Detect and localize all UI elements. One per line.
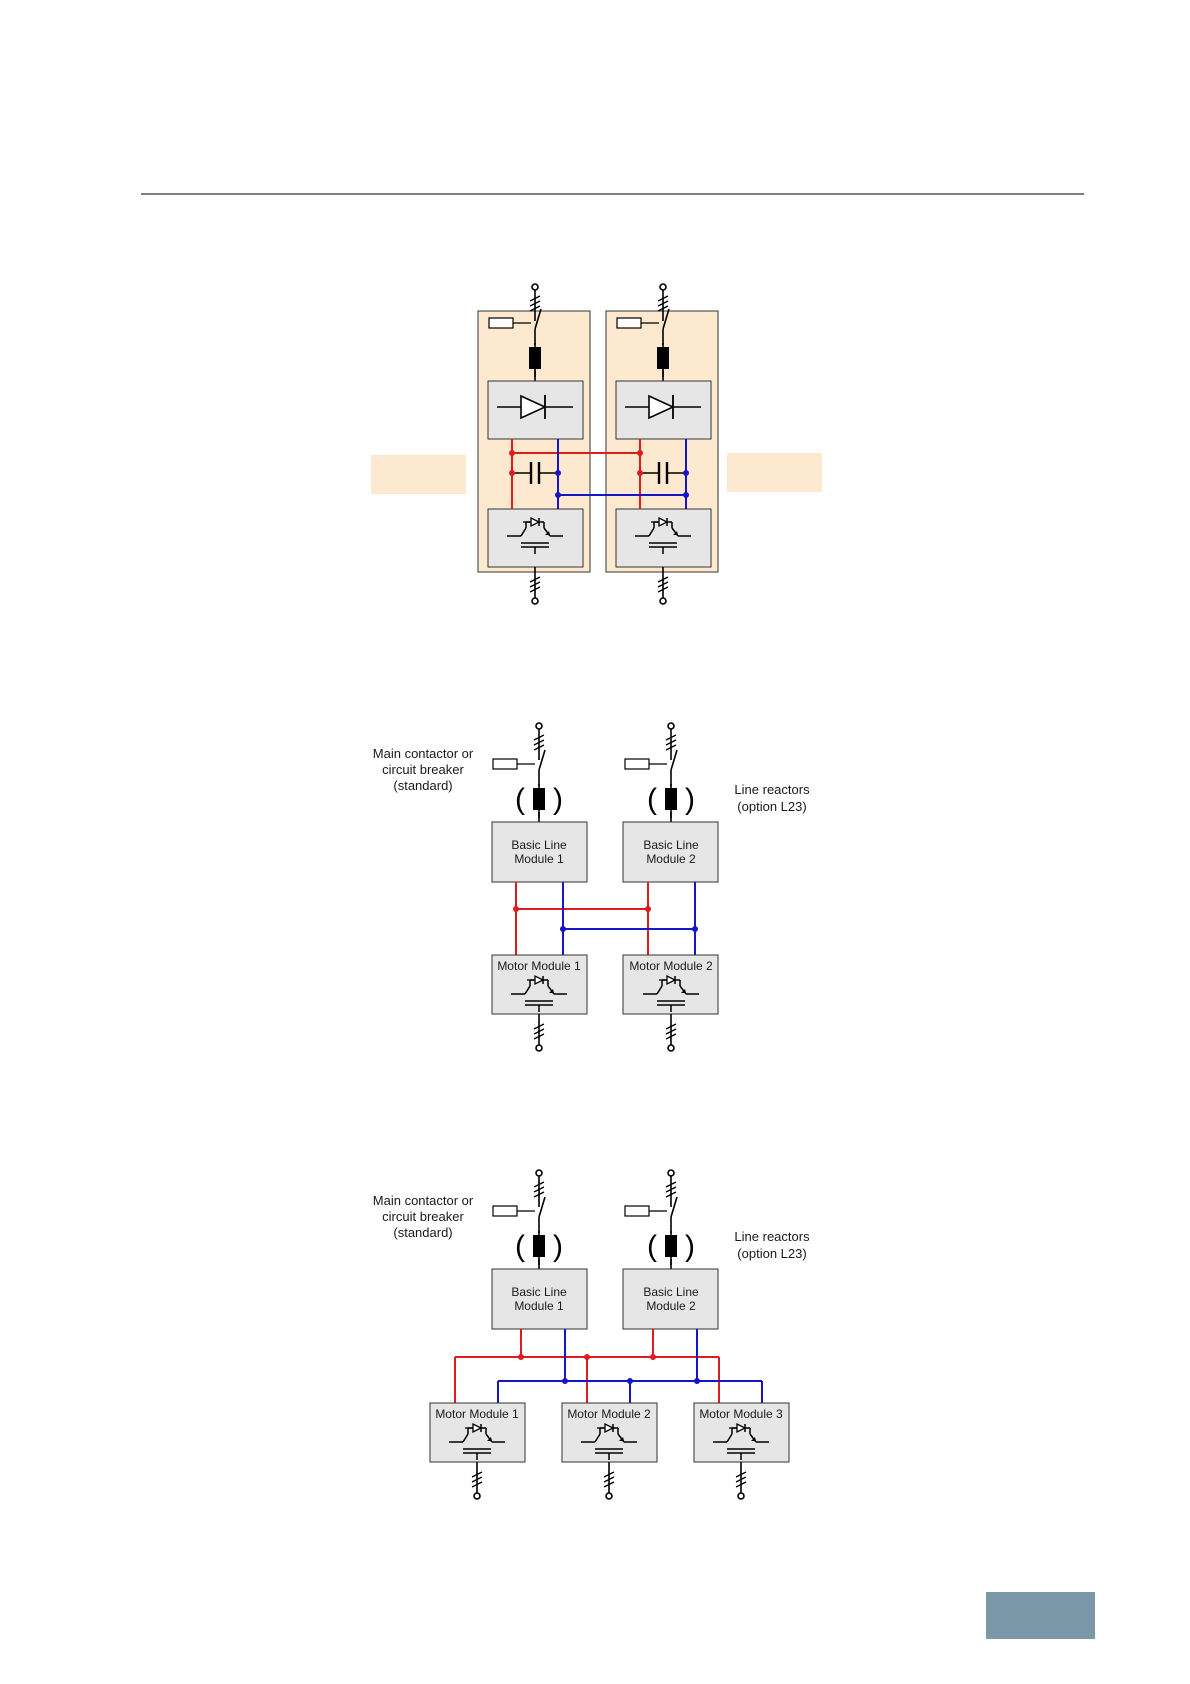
svg-text:Motor Module 3: Motor Module 3: [699, 1407, 783, 1421]
reactor-label: (option L23): [737, 1246, 806, 1261]
contactor-label: Main contactor or: [373, 746, 474, 761]
svg-text:Basic Line: Basic Line: [511, 838, 567, 852]
three-phase-terminal-icon: [471, 1461, 483, 1500]
left-annotation-block: [371, 455, 466, 494]
diagram-cabinet: [371, 283, 822, 605]
svg-text:(: (: [515, 783, 525, 816]
right-annotation-block: [727, 453, 822, 492]
svg-text:Motor Module 1: Motor Module 1: [435, 1407, 519, 1421]
svg-text:Module 1: Module 1: [514, 1299, 564, 1313]
svg-text:(: (: [515, 1230, 525, 1263]
three-phase-terminal-icon: [603, 1461, 615, 1500]
svg-text:Module 2: Module 2: [646, 852, 696, 866]
svg-text:(: (: [647, 1230, 657, 1263]
contactor-switch-icon: [624, 749, 678, 787]
contactor-label: Main contactor or: [373, 1193, 474, 1208]
three-phase-terminal-icon: [533, 1169, 545, 1208]
inverter-module-1: [487, 508, 584, 568]
svg-text:Basic Line: Basic Line: [643, 838, 699, 852]
three-phase-terminal-icon: [735, 1461, 747, 1500]
svg-text:Basic Line: Basic Line: [643, 1285, 699, 1299]
svg-text:): ): [553, 783, 563, 816]
svg-text:Basic Line: Basic Line: [511, 1285, 567, 1299]
svg-text:(: (: [647, 783, 657, 816]
dc-positive-bus: [515, 882, 649, 955]
dc-negative-bus: [497, 1329, 763, 1403]
contactor-switch-icon: [624, 1196, 678, 1234]
three-phase-terminal-icon: [533, 1013, 545, 1052]
contactor-switch-icon: [492, 1196, 546, 1234]
motor-module-2: [561, 1402, 658, 1463]
three-phase-terminal-icon: [665, 722, 677, 761]
svg-text:): ): [553, 1230, 563, 1263]
basic-line-module-1: [491, 821, 588, 883]
basic-line-module-2: [622, 821, 719, 883]
page-number-tab: [986, 1592, 1095, 1639]
motor-module-3: [693, 1402, 790, 1463]
inverter-module-2: [615, 508, 712, 568]
contactor-label: (standard): [393, 1225, 452, 1240]
three-phase-terminal-icon: [657, 566, 669, 605]
motor-module-2: [622, 954, 719, 1015]
svg-text:Motor Module 2: Motor Module 2: [567, 1407, 651, 1421]
reactor-label: Line reactors: [734, 1229, 810, 1244]
dc-negative-bus: [562, 882, 696, 955]
svg-text:): ): [685, 1230, 695, 1263]
three-phase-terminal-icon: [529, 566, 541, 605]
svg-text:Motor Module 1: Motor Module 1: [497, 959, 581, 973]
reactor-label: Line reactors: [734, 782, 810, 797]
three-phase-terminal-icon: [665, 1169, 677, 1208]
contactor-label: (standard): [393, 778, 452, 793]
diagram-two-motor-modules: Main contactor or circuit breaker (stand…: [373, 722, 810, 1052]
dc-positive-bus: [454, 1329, 720, 1403]
svg-text:Module 2: Module 2: [646, 1299, 696, 1313]
contactor-switch-icon: [492, 749, 546, 787]
svg-text:Module 1: Module 1: [514, 852, 564, 866]
three-phase-terminal-icon: [533, 722, 545, 761]
contactor-label: circuit breaker: [382, 1209, 464, 1224]
diagram-three-motor-modules: Main contactor or circuit breaker (stand…: [373, 1169, 810, 1500]
contactor-label: circuit breaker: [382, 762, 464, 777]
basic-line-module-2: [622, 1268, 719, 1330]
svg-text:Motor Module 2: Motor Module 2: [629, 959, 713, 973]
basic-line-module-1: [491, 1268, 588, 1330]
three-phase-terminal-icon: [665, 1013, 677, 1052]
reactor-label: (option L23): [737, 799, 806, 814]
motor-module-1: [491, 954, 588, 1015]
motor-module-1: [429, 1402, 526, 1463]
svg-text:): ): [685, 783, 695, 816]
